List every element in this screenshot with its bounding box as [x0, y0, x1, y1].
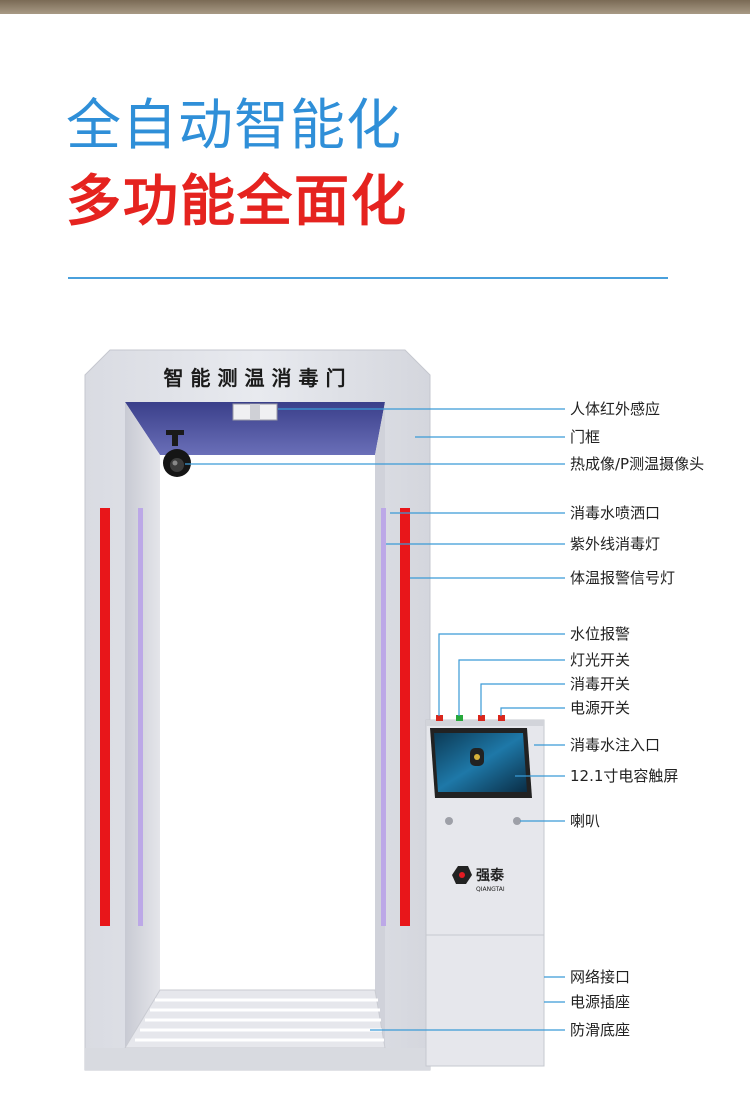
svg-text:强泰: 强泰	[476, 867, 505, 884]
callout-lines	[185, 408, 565, 1031]
anti-slip-base	[85, 989, 430, 1070]
callout-light-switch: 灯光开关	[570, 651, 631, 669]
control-cabinet	[425, 719, 545, 1067]
headline-line-1: 全自动智能化	[66, 93, 403, 157]
thermal-camera	[163, 430, 191, 477]
alarm-light-left	[100, 508, 110, 926]
disinfect-switch-icon	[478, 715, 485, 721]
divider-line	[68, 277, 668, 279]
water-level-alarm-icon	[436, 715, 443, 721]
svg-text:QIANGTAI: QIANGTAI	[476, 886, 505, 893]
callout-anti-slip-base: 防滑底座	[570, 1021, 631, 1039]
speaker-left-icon	[445, 817, 453, 825]
callout-water-inlet: 消毒水注入口	[570, 736, 661, 754]
callout-alarm-light: 体温报警信号灯	[570, 569, 676, 587]
callout-spray-nozzle: 消毒水喷洒口	[570, 504, 661, 522]
callout-ir-sensor: 人体红外感应	[570, 400, 661, 418]
uv-light-right	[381, 508, 386, 926]
headline-line-2: 多功能全面化	[66, 169, 409, 233]
callout-disinfect-switch: 消毒开关	[570, 675, 631, 693]
speaker-right-icon	[513, 817, 521, 825]
callout-water-level-alarm: 水位报警	[570, 625, 631, 643]
callout-uv-light: 紫外线消毒灯	[570, 535, 661, 553]
callout-speaker: 喇叭	[570, 812, 601, 830]
top-banner-strip	[0, 0, 750, 14]
callout-power-socket: 电源插座	[570, 993, 631, 1011]
infrared-sensor	[232, 403, 278, 421]
door-title: 智能测温消毒门	[164, 366, 353, 390]
alarm-light-right	[400, 508, 410, 926]
callout-door-frame: 门框	[570, 428, 601, 446]
light-switch-icon	[456, 715, 463, 721]
brand-logo: 强泰 QIANGTAI	[452, 866, 505, 893]
door-frame	[84, 349, 431, 1071]
callout-touch-screen: 12.1寸电容触屏	[570, 767, 679, 785]
uv-light-left	[138, 508, 143, 926]
power-switch-icon	[498, 715, 505, 721]
callout-network-port: 网络接口	[570, 968, 631, 986]
callout-thermal-camera: 热成像/P测温摄像头	[570, 455, 705, 473]
callout-power-switch: 电源开关	[570, 699, 631, 717]
